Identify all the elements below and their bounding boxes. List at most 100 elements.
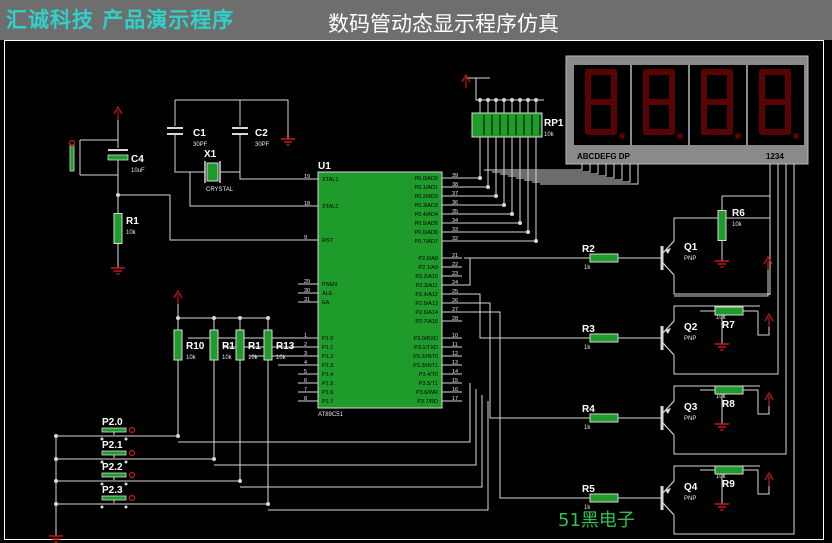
u1-pin-number: 18 xyxy=(304,201,310,207)
wire-p0 xyxy=(462,137,481,179)
u1-part-label: AT89C51 xyxy=(318,412,344,418)
u1-pin-number: 39 xyxy=(452,173,458,179)
junction-dot xyxy=(502,203,506,207)
q2-collector xyxy=(662,342,675,356)
u1-pin-name: P0.7/AD7 xyxy=(414,239,438,245)
u1-pin-number: 5 xyxy=(304,369,307,375)
q1-emitter xyxy=(662,240,675,254)
r9-value-label: 10k xyxy=(716,474,727,480)
q2-emitter-wire xyxy=(673,305,760,321)
r2-value-label: 1k xyxy=(584,265,591,271)
wire-segment xyxy=(540,164,639,185)
r3-input-wire xyxy=(462,293,580,339)
r5-body xyxy=(589,493,619,503)
junction-dot xyxy=(510,212,514,216)
junction-dot xyxy=(494,194,498,198)
u1-pin-number: 16 xyxy=(452,387,458,393)
x1-ref-label: X1 xyxy=(204,149,217,160)
power-arrow xyxy=(173,289,183,299)
u1-pin-number: 31 xyxy=(304,297,310,303)
button-p2-1-cap xyxy=(101,450,127,456)
u1-pin-number: 8 xyxy=(304,396,307,402)
r11-value-label: 10k xyxy=(222,355,233,361)
power-arrow xyxy=(764,312,774,322)
wire-xtal2 xyxy=(189,172,298,207)
brand-title: 汇诚科技 产品演示程序 xyxy=(6,7,235,32)
u1-pin-number: 26 xyxy=(452,298,458,304)
wire-button-to-p3 xyxy=(268,401,489,511)
r7-vcc-wire xyxy=(757,311,770,336)
u1-pin-number: 15 xyxy=(452,378,458,384)
r2-body xyxy=(589,253,619,263)
power-arrow xyxy=(764,471,774,481)
u1-pin-name: P2.7/A15 xyxy=(415,319,438,325)
button-p2-1-ref-label: P2.1 xyxy=(102,440,123,451)
display-dp-segment xyxy=(619,133,625,139)
u1-pin-name: P1.0 xyxy=(322,336,333,342)
u1-pin-name: XTAL1 xyxy=(322,177,338,183)
r1-value-label: 10k xyxy=(126,230,137,236)
junction-dot xyxy=(176,434,180,438)
u1-pin-number: 29 xyxy=(304,279,310,285)
wire-p0 xyxy=(462,137,521,224)
u1-pin-number: 38 xyxy=(452,182,458,188)
u1-pin-name: P1.6 xyxy=(322,390,333,396)
wire-p0 xyxy=(462,137,529,233)
u1-pin-name: P2.5/A13 xyxy=(415,301,438,307)
u1-pin-name: P2.4/A12 xyxy=(415,292,438,298)
q4-arrow xyxy=(665,488,671,494)
wire-pullup-vcc xyxy=(177,304,268,319)
junction-dot xyxy=(212,457,216,461)
u1-pin-name: P1.1 xyxy=(322,345,333,351)
q2-emitter xyxy=(662,320,675,334)
q3-collector xyxy=(662,422,675,436)
r12-body xyxy=(235,329,245,361)
r6-ref-label: R6 xyxy=(732,208,745,219)
r3-ref-label: R3 xyxy=(582,324,595,335)
c4-plate-negative xyxy=(107,154,129,161)
r2-ref-label: R2 xyxy=(582,244,595,255)
junction-dot xyxy=(534,239,538,243)
u1-pin-number: 1 xyxy=(304,333,307,339)
u1-pin-name: PSEN xyxy=(322,282,337,288)
u1-pin-name: P2.2/A10 xyxy=(415,274,438,280)
u1-pin-name: P0.1/AD1 xyxy=(414,185,438,191)
u1-pin-number: 21 xyxy=(452,253,458,259)
junction-dot xyxy=(266,502,270,506)
q1-ref-label: Q1 xyxy=(684,242,698,253)
u1-pin-number: 35 xyxy=(452,209,458,215)
r8-body xyxy=(714,385,744,395)
q2-type-label: PNP xyxy=(684,336,696,342)
q1-collector xyxy=(662,262,675,276)
q4-type-label: PNP xyxy=(684,496,696,502)
u1-pin-number: 4 xyxy=(304,360,307,366)
u1-pin-number: 30 xyxy=(304,288,310,294)
r4-input-wire xyxy=(462,302,580,419)
r13-body xyxy=(263,329,273,361)
u1-pin-name: P2.0/A8 xyxy=(418,256,438,262)
u1-pin-number: 14 xyxy=(452,369,458,375)
power-arrow xyxy=(113,105,123,115)
button-p2-3-state-indicator xyxy=(128,494,136,502)
u1-pin-name: ALE xyxy=(322,291,333,297)
q4-emitter xyxy=(662,480,675,494)
u1-pin-number: 22 xyxy=(452,262,458,268)
c4-value-label: 10uF xyxy=(131,168,145,174)
q3-arrow xyxy=(665,408,671,414)
wire-segment xyxy=(484,164,583,171)
u1-pin-number: 10 xyxy=(452,333,458,339)
u1-chip-body xyxy=(317,171,443,409)
r10-ref-label: R10 xyxy=(186,341,205,352)
q4-ref-label: Q4 xyxy=(684,482,698,493)
q2-arrow xyxy=(665,328,671,334)
c1-ref-label: C1 xyxy=(193,128,206,139)
display-dp-segment xyxy=(793,133,799,139)
u1-pin-name: P2.1/A9 xyxy=(418,265,438,271)
wire-rp1-common xyxy=(475,78,544,101)
junction-dot xyxy=(238,479,242,483)
button-p2-0-pin xyxy=(100,437,104,441)
r8-vcc-wire xyxy=(757,390,770,415)
junction-dot xyxy=(486,185,490,189)
q4-collector-wire xyxy=(673,164,795,535)
